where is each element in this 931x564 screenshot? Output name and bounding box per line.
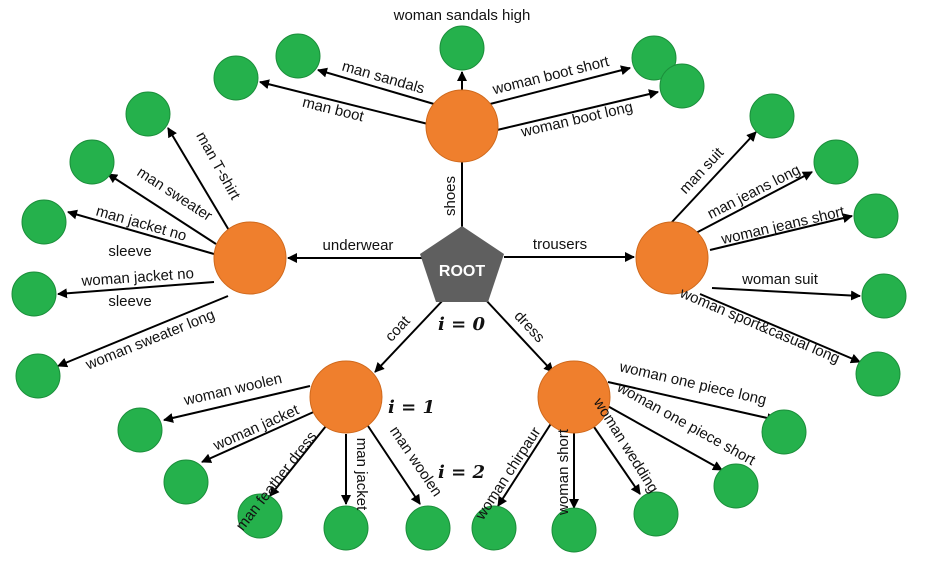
leaf-node-man-jacket bbox=[323, 505, 369, 551]
trousers-edges bbox=[671, 131, 861, 364]
leaf-node-woman-jeans-short bbox=[853, 193, 899, 239]
edge-trousers-woman-jeans-short bbox=[709, 213, 853, 251]
category-node-coat bbox=[309, 360, 383, 434]
leaf-node-woman-boot-long bbox=[659, 63, 705, 109]
label-trousers: trousers bbox=[533, 236, 587, 253]
leaf-node-man-tshirt bbox=[125, 91, 171, 137]
edge-root-coat bbox=[374, 297, 446, 373]
edge-coat-man-woolen bbox=[367, 425, 421, 505]
shoes-edges bbox=[259, 65, 659, 131]
leaf-node-woman-wedding bbox=[633, 491, 679, 537]
label-man-jacket: man jacket bbox=[353, 438, 370, 511]
edge-shoes-man-boot bbox=[259, 79, 429, 125]
leaf-node-woman-boot-short bbox=[631, 35, 677, 81]
edge-coat-woman-woolen bbox=[163, 385, 311, 423]
label-man-jacket-no-sleeve-line2: sleeve bbox=[108, 243, 151, 260]
label-coat: coat bbox=[382, 312, 414, 345]
leaf-node-woman-woolen bbox=[117, 407, 163, 453]
label-dress: dress bbox=[511, 308, 548, 346]
leaf-node-man-woolen bbox=[405, 505, 451, 551]
root-pentagon bbox=[420, 226, 504, 302]
leaf-node-woman-short bbox=[551, 507, 597, 553]
label-woman-sport-casual-long: woman sport&casual long bbox=[676, 284, 842, 367]
category-nodes bbox=[213, 89, 709, 434]
leaf-node-woman-jacket-no-sleeve bbox=[11, 271, 57, 317]
leaf-node-woman-chirpaur bbox=[471, 505, 517, 551]
leaf-node-man-jacket-no-sleeve bbox=[21, 199, 67, 245]
leaf-node-woman-sweater-long bbox=[15, 353, 61, 399]
leaf-node-man-jeans-long bbox=[813, 139, 859, 185]
edge-underwear-man-jacket-no-sleeve bbox=[67, 209, 215, 255]
coat-edges bbox=[163, 385, 421, 505]
label-woman-short: woman short bbox=[555, 428, 572, 516]
leaf-node-woman-sport-casual-long bbox=[855, 351, 901, 397]
label-man-sandals: man sandals bbox=[340, 58, 426, 98]
edge-coat-woman-jacket bbox=[201, 409, 319, 463]
edge-dress-woman-chirpaur bbox=[497, 421, 553, 507]
level-2-label: i = 2 bbox=[438, 462, 485, 483]
label-woman-jacket-no-sleeve-line1: woman jacket no bbox=[80, 265, 194, 290]
category-node-trousers bbox=[635, 221, 709, 295]
edge-underwear-man-sweater bbox=[107, 173, 217, 245]
leaf-node-man-sweater bbox=[69, 139, 115, 185]
leaf-node-man-suit bbox=[749, 93, 795, 139]
edge-root-dress bbox=[483, 297, 554, 373]
edge-trousers-woman-sport-casual-long bbox=[699, 293, 861, 364]
underwear-edges bbox=[57, 127, 231, 368]
leaf-node-woman-jacket bbox=[163, 459, 209, 505]
edge-dress-woman-wedding bbox=[591, 423, 641, 495]
edge-underwear-man-tshirt bbox=[167, 127, 231, 233]
edge-coat-man-feather-dress bbox=[269, 425, 327, 497]
label-woman-jacket: woman jacket bbox=[210, 401, 302, 455]
label-man-tshirt: man T-shirt bbox=[192, 129, 244, 203]
label-woman-sandals-high: woman sandals high bbox=[393, 7, 531, 24]
root-node: ROOT bbox=[420, 226, 504, 302]
leaf-nodes bbox=[11, 25, 907, 553]
dress-edges bbox=[497, 381, 777, 509]
edge-underwear-woman-jacket-no-sleeve bbox=[57, 281, 215, 299]
label-man-woolen: man woolen bbox=[386, 423, 445, 500]
level-0-label: i = 0 bbox=[438, 314, 485, 335]
edge-underwear-woman-sweater-long bbox=[57, 295, 229, 368]
edge-shoes-woman-boot-short bbox=[489, 65, 631, 105]
label-shoes: shoes bbox=[442, 176, 459, 216]
edge-trousers-woman-suit bbox=[711, 287, 861, 301]
level-1-label: i = 1 bbox=[388, 397, 435, 418]
label-woman-boot-long: woman boot long bbox=[518, 98, 634, 140]
label-woman-jacket-no-sleeve-line2: sleeve bbox=[108, 293, 151, 310]
leaf-node-man-sandals bbox=[275, 33, 321, 79]
edge-dress-woman-one-piece-long bbox=[607, 381, 777, 423]
edge-trousers-man-jeans-long bbox=[693, 171, 813, 235]
edge-trousers-man-suit bbox=[671, 131, 757, 223]
leaf-node-woman-sandals-high bbox=[439, 25, 485, 71]
root-label: ROOT bbox=[439, 263, 485, 280]
edge-dress-woman-one-piece-short bbox=[603, 403, 723, 471]
leaf-node-woman-one-piece-short bbox=[713, 463, 759, 509]
leaf-node-man-feather-dress bbox=[237, 493, 283, 539]
label-woman-sweater-long: woman sweater long bbox=[82, 306, 217, 374]
label-man-boot: man boot bbox=[301, 94, 367, 126]
leaf-node-woman-one-piece-long bbox=[761, 409, 807, 455]
category-node-underwear bbox=[213, 221, 287, 295]
leaf-node-man-boot bbox=[213, 55, 259, 101]
label-woman-boot-short: woman boot short bbox=[490, 53, 612, 99]
edge-shoes-man-sandals bbox=[317, 67, 435, 105]
label-underwear: underwear bbox=[323, 237, 394, 254]
leaf-node-woman-suit bbox=[861, 273, 907, 319]
category-node-dress bbox=[537, 360, 611, 434]
category-node-shoes bbox=[425, 89, 499, 163]
edge-shoes-woman-boot-long bbox=[496, 89, 659, 131]
level-markers: i = 0 i = 1 i = 2 bbox=[388, 314, 485, 483]
label-woman-suit: woman suit bbox=[741, 271, 819, 288]
